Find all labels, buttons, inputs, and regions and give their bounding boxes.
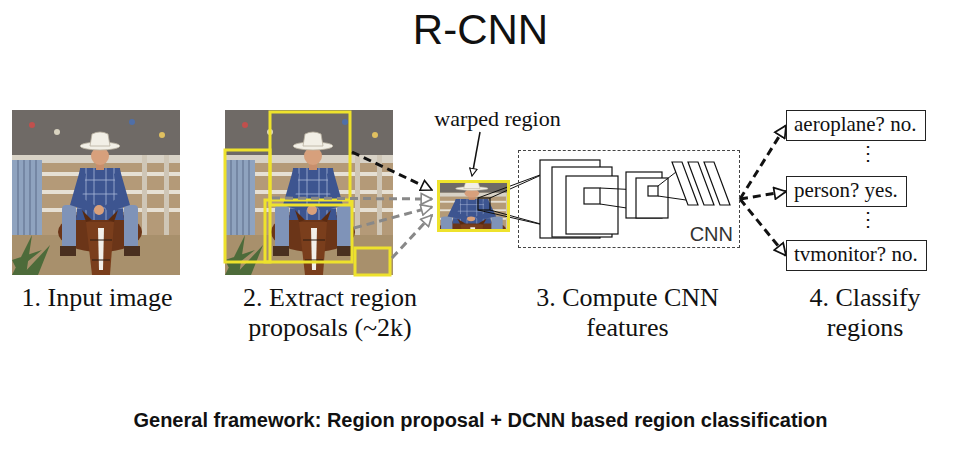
warp-arrow: [352, 152, 432, 190]
caption: General framework: Region proposal + DCN…: [0, 408, 961, 432]
proposal-box: [355, 248, 390, 275]
cnn-box: CNN: [518, 150, 740, 248]
class-box: person? yes.: [786, 176, 907, 207]
dashed-arrow: [740, 199, 786, 256]
step-label: 3. Compute CNN features: [515, 283, 740, 343]
dashed-arrow: [740, 192, 786, 200]
warp-arrow: [354, 207, 432, 228]
step-label: 2. Extract region proposals (~2k): [200, 283, 460, 343]
ellipsis-mark: ⋮: [858, 143, 878, 163]
proposal-box: [225, 150, 270, 262]
input-image: [12, 110, 180, 275]
node-label: tvmonitor? no.: [794, 242, 919, 267]
leader-arrow: [472, 132, 480, 176]
region-proposals: [225, 112, 390, 275]
step-label: 1. Input image: [12, 283, 182, 313]
diagram-title: R-CNN: [0, 6, 961, 54]
warped-image: [401, 171, 537, 249]
ellipsis-mark: ⋮: [858, 209, 878, 229]
node-label: aeroplane? no.: [794, 112, 918, 137]
warp-arrow: [272, 198, 432, 199]
proposal-image: [225, 110, 393, 275]
proposal-box: [270, 112, 350, 205]
node-label: CNN: [690, 223, 733, 245]
warp-arrow: [392, 215, 432, 258]
warp-arrows: [272, 152, 432, 258]
proposal-box: [265, 200, 352, 262]
step-label: 4. Classify regions: [775, 283, 955, 343]
class-box: tvmonitor? no.: [786, 240, 927, 271]
warped-region-image: warped region: [437, 180, 510, 232]
dashed-arrow: [740, 126, 786, 200]
class-box: aeroplane? no.: [786, 110, 926, 141]
node-label: warped region: [434, 107, 560, 131]
node-label: person? yes.: [794, 178, 899, 203]
